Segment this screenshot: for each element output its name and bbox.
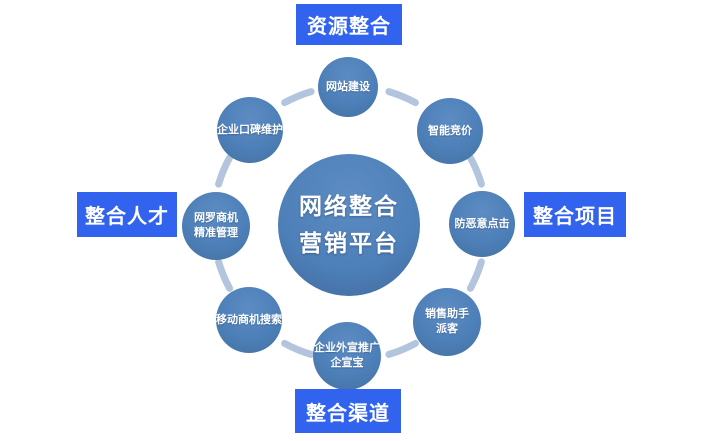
label-talent-integration: 整合人才 <box>77 192 177 237</box>
node-website-building: 网站建设 <box>318 57 378 117</box>
connector-arc <box>281 339 315 358</box>
center-platform-line1: 网络整合 <box>299 193 399 219</box>
center-platform-line2: 营销平台 <box>299 230 399 256</box>
label-text: 整合渠道 <box>306 402 390 425</box>
node-enterprise-promotion: 企业外宣推广 企宣宝 <box>313 322 381 390</box>
label-text: 资源整合 <box>307 16 391 38</box>
node-anti-malicious-click: 防恶意点击 <box>449 191 515 257</box>
node-label: 智能竞价 <box>428 124 472 137</box>
label-project-integration: 整合项目 <box>524 192 626 237</box>
node-label: 移动商机搜索 <box>216 313 282 326</box>
connector-arc <box>215 154 234 188</box>
label-resource-integration: 资源整合 <box>296 4 402 45</box>
connector-arc <box>466 154 485 188</box>
node-label: 防恶意点击 <box>454 217 510 230</box>
node-sales-assistant: 销售助手 派客 <box>413 288 481 356</box>
connector-arc <box>281 88 315 107</box>
node-label: 企宣宝 <box>330 357 364 369</box>
node-opportunity-management: 网罗商机 精准管理 <box>182 192 250 260</box>
node-smart-bidding: 智能竞价 <box>417 98 483 164</box>
node-label: 派客 <box>436 323 458 335</box>
node-reputation-maintenance: 企业口碑维护 <box>217 97 283 163</box>
node-label: 网站建设 <box>326 80 370 93</box>
label-channel-integration: 整合渠道 <box>295 389 401 433</box>
node-label: 企业口碑维护 <box>217 123 283 136</box>
label-text: 整合项目 <box>533 206 617 228</box>
node-label: 企业外宣推广 <box>314 342 380 354</box>
connector-arc <box>385 88 419 107</box>
node-mobile-business-search: 移动商机搜索 <box>216 287 282 353</box>
connector-arc <box>215 258 234 292</box>
center-platform-circle: 网络整合 营销平台 <box>278 154 420 296</box>
label-text: 整合人才 <box>85 206 169 228</box>
connector-arc <box>466 258 485 292</box>
node-label: 销售助手 <box>425 308 469 320</box>
node-label: 网罗商机 <box>194 212 238 224</box>
node-label: 精准管理 <box>194 227 238 239</box>
connector-arc <box>385 339 419 358</box>
